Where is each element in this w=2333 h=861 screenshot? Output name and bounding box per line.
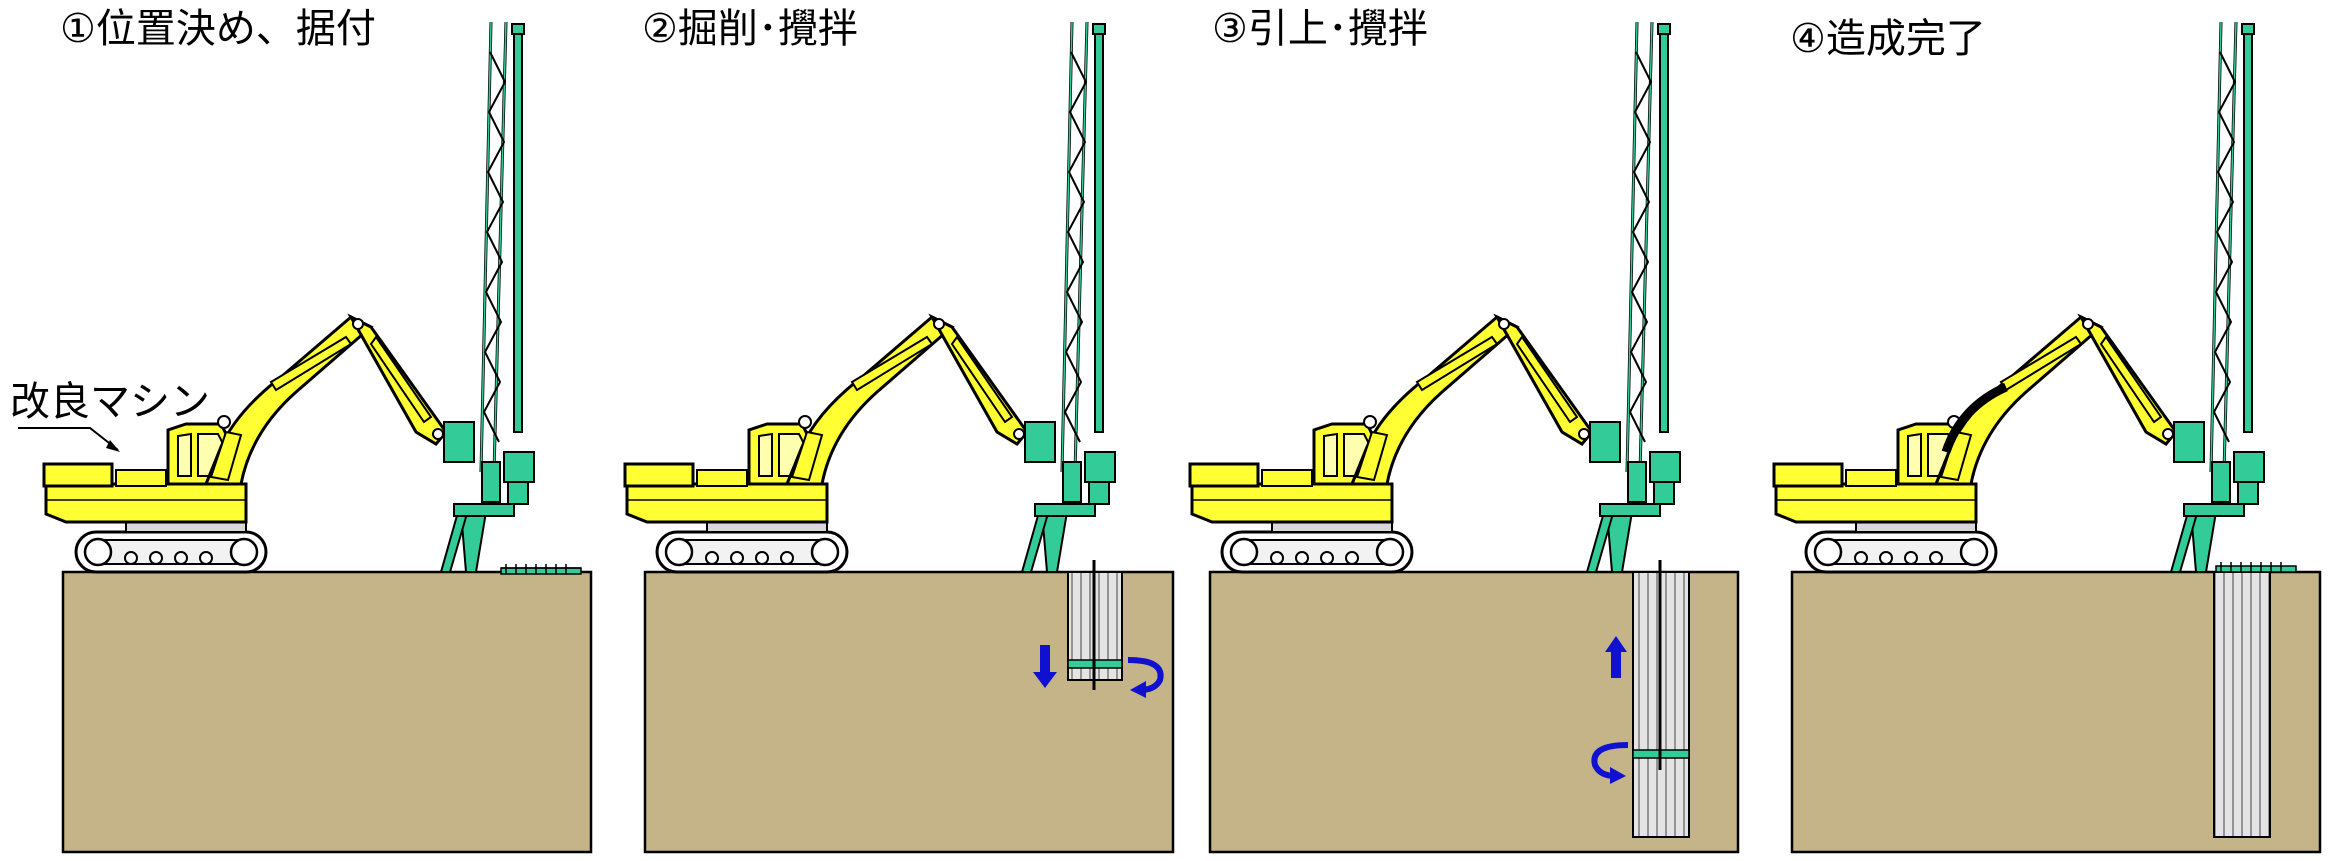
step-1-ground (61, 570, 593, 854)
step-3-panel: ③引上･攪拌 (1188, 6, 1740, 854)
step-4-panel: ④造成完了 (1772, 16, 2322, 854)
step-2-title: ②掘削･攪拌 (642, 6, 858, 52)
step-2-machine (623, 20, 1117, 574)
step-1-panel: ①位置決め、据付 改良マシン (10, 6, 593, 854)
machine-label-leader (18, 427, 119, 451)
step-3-machine (1188, 20, 1682, 574)
step-1-title: ①位置決め、据付 (60, 6, 376, 52)
step-4-title: ④造成完了 (1790, 16, 1986, 62)
step-4-soil-column (2213, 571, 2271, 838)
step-2-panel: ②掘削･攪拌 (623, 6, 1175, 854)
step-1-machine (42, 20, 582, 575)
rotation-arrow-icon (1127, 657, 1164, 693)
machine-label: 改良マシン (10, 379, 210, 425)
rotation-arrow-icon (1591, 742, 1629, 779)
step-3-title: ③引上･攪拌 (1212, 6, 1428, 52)
up-arrow-icon (1605, 636, 1627, 678)
step-4-machine (1772, 20, 2297, 574)
down-arrow-icon (1033, 645, 1057, 688)
